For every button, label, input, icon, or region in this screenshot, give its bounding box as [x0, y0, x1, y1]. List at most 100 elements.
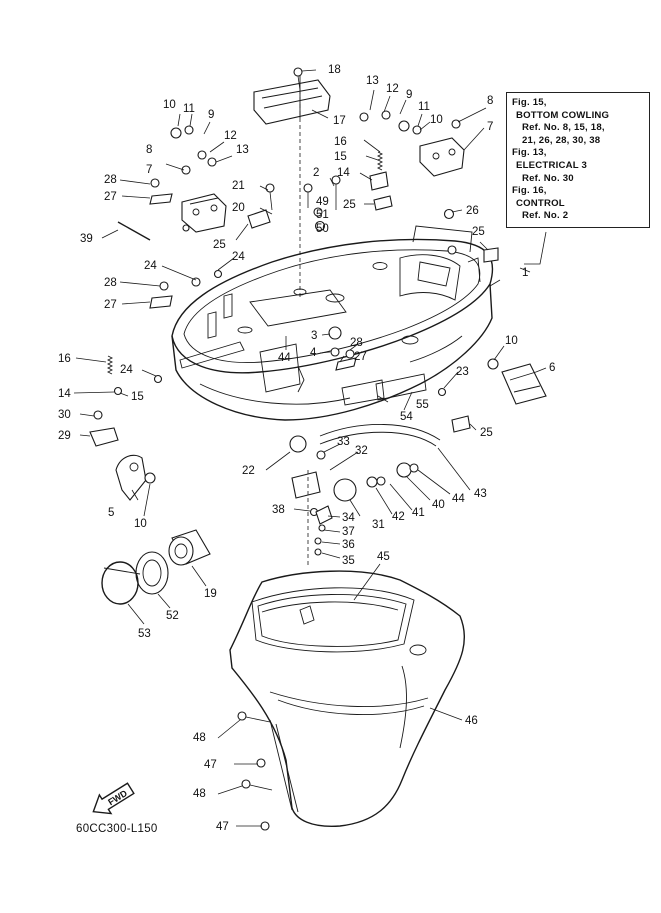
callout-10b: 10 [430, 114, 443, 126]
callout-26: 26 [466, 205, 479, 217]
ref-line-bottom-cowling: BOTTOM COWLING [516, 109, 610, 121]
callout-27a: 27 [104, 191, 117, 203]
callout-24c: 24 [120, 364, 133, 376]
flat-clips [149, 171, 499, 525]
callout-7a: 7 [146, 164, 152, 176]
ref-line-refno-1: Ref. No. 8, 15, 18, [522, 122, 605, 134]
callout-13a: 13 [236, 144, 249, 156]
callout-54: 54 [400, 411, 413, 423]
ref-line-refno-2: 21, 26, 28, 30, 38 [522, 134, 601, 146]
grommet-19 [168, 529, 211, 566]
callout-9b: 9 [406, 89, 412, 101]
springs [106, 151, 384, 375]
clamp-53 [101, 561, 141, 605]
callout-25a: 25 [213, 239, 226, 251]
callout-38: 38 [272, 504, 285, 516]
lever-5 [115, 454, 147, 501]
callout-27b: 27 [104, 299, 117, 311]
callout-47a: 47 [204, 759, 217, 771]
ref-line-fig13: Fig. 13, [512, 147, 547, 159]
callout-23: 23 [456, 366, 469, 378]
callout-46: 46 [465, 715, 478, 727]
callout-51: 51 [316, 209, 329, 221]
callout-44b: 44 [452, 493, 465, 505]
callout-2: 2 [313, 167, 319, 179]
callout-6: 6 [549, 362, 555, 374]
callout-17: 17 [333, 115, 346, 127]
leader-lines [73, 69, 547, 827]
bolt-parts [93, 67, 499, 831]
bottom-cowling-skirt [229, 570, 466, 827]
callout-16a: 16 [334, 136, 347, 148]
callout-22: 22 [242, 465, 255, 477]
bottom-cowling-tray [171, 225, 494, 421]
callout-18: 18 [328, 64, 341, 76]
callout-40: 40 [432, 499, 445, 511]
callout-20: 20 [232, 202, 245, 214]
callout-10d: 10 [134, 518, 147, 530]
callout-28c: 28 [350, 337, 363, 349]
callout-12a: 12 [224, 130, 237, 142]
callout-50: 50 [316, 223, 329, 235]
callout-11a: 11 [183, 103, 195, 115]
callout-52: 52 [166, 610, 179, 622]
callout-14b: 14 [58, 388, 71, 400]
callout-24a: 24 [144, 260, 157, 272]
callout-29: 29 [58, 430, 71, 442]
callout-9a: 9 [208, 109, 214, 121]
clamp-52 [135, 551, 169, 595]
callout-55: 55 [416, 399, 429, 411]
callout-33: 33 [337, 436, 350, 448]
callout-34: 34 [342, 512, 355, 524]
callout-39: 39 [80, 233, 93, 245]
callout-24b: 24 [232, 251, 245, 263]
callout-21: 21 [232, 180, 245, 192]
shift-bracket-6 [501, 363, 547, 405]
callout-labels: 1 2 3 4 5 6 7 7 8 8 9 9 10 10 10 10 11 1… [58, 64, 555, 833]
callout-12b: 12 [386, 83, 399, 95]
callout-35: 35 [342, 555, 355, 567]
callout-47b: 47 [216, 821, 229, 833]
callout-14a: 14 [337, 167, 350, 179]
hose-43 [319, 424, 441, 447]
tie-39 [117, 221, 151, 241]
callout-48b: 48 [193, 788, 206, 800]
callout-15b: 15 [131, 391, 144, 403]
fwd-arrow-label: FWD [106, 788, 129, 808]
cover-plate [253, 72, 331, 125]
drawing-code: 60CC300-L150 [76, 823, 158, 835]
ref-line-fig15: Fig. 15, [512, 97, 547, 108]
bracket-left-7 [181, 193, 227, 233]
ref-line-refno-3: Ref. No. 30 [522, 172, 574, 184]
plate-29 [89, 427, 119, 447]
callout-31: 31 [372, 519, 385, 531]
callout-36: 36 [342, 539, 355, 551]
callout-32: 32 [355, 445, 368, 457]
callout-49: 49 [316, 196, 329, 208]
callout-15a: 15 [334, 151, 347, 163]
callout-19: 19 [204, 588, 217, 600]
callout-41: 41 [412, 507, 425, 519]
ref-line-refno-4: Ref. No. 2 [522, 210, 569, 222]
callout-8b: 8 [487, 95, 493, 107]
callout-25c: 25 [472, 226, 485, 238]
callout-8a: 8 [146, 144, 152, 156]
callout-25b: 25 [343, 199, 356, 211]
ref-line-electrical: ELECTRICAL 3 [516, 159, 587, 171]
callout-27c: 27 [354, 351, 367, 363]
fwd-arrow: FWD [92, 782, 135, 815]
callout-16b: 16 [58, 353, 71, 365]
ref-line-control: CONTROL [516, 197, 565, 209]
callout-5: 5 [108, 507, 114, 519]
reference-box: Fig. 15, BOTTOM COWLING Ref. No. 8, 15, … [506, 92, 650, 228]
callout-28b: 28 [104, 277, 117, 289]
callout-25d: 25 [480, 427, 493, 439]
callout-13b: 13 [366, 75, 379, 87]
callout-30: 30 [58, 409, 71, 421]
callout-10c: 10 [505, 335, 518, 347]
callout-11b: 11 [418, 101, 430, 113]
bracket-right-7 [419, 137, 465, 177]
callout-4: 4 [310, 347, 317, 359]
callout-37: 37 [342, 526, 355, 538]
